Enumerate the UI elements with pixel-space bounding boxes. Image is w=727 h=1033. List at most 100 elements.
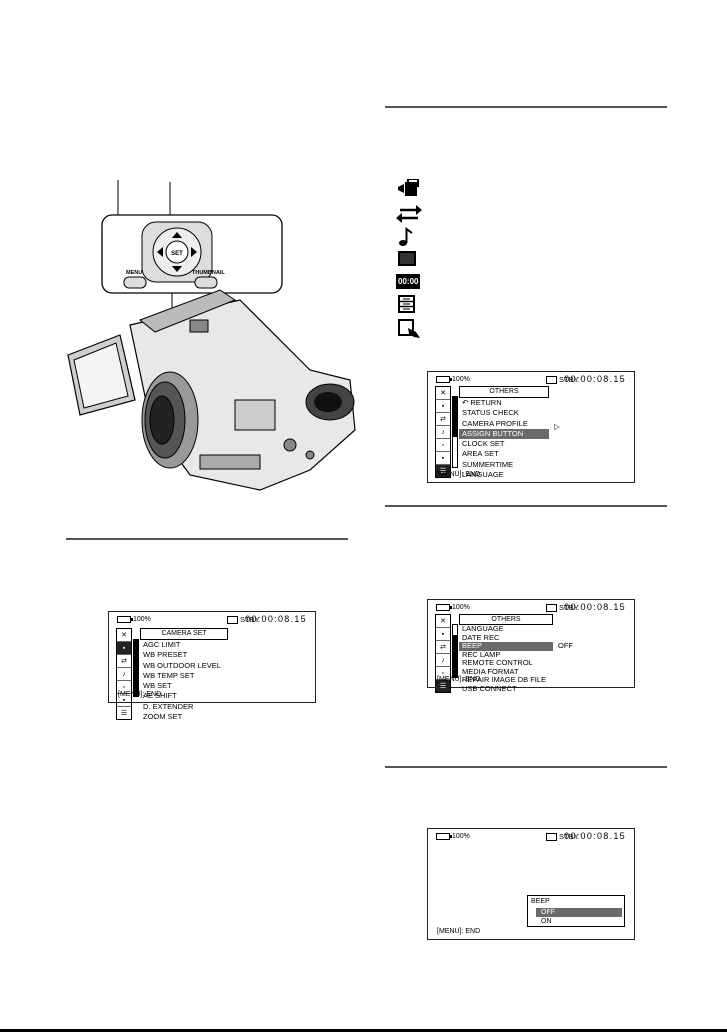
menu-list: OTHERS ↶ RETURN STATUS CHECK CAMERA PROF… [459,386,549,480]
menu-header: OTHERS [459,614,553,625]
menu-item[interactable]: D. EXTENDER [143,701,194,711]
camera-set-icon [396,178,436,200]
mode-indicator: STBY [227,616,260,624]
menu-list: CAMERA SET AGC LIMIT WB PRESET WB OUTDOO… [140,628,228,722]
thumbnail-button-label: THUMBNAIL [192,270,225,276]
audio-set-icon [396,226,436,248]
tc-ub-set-icon: 00:00 [396,270,436,292]
battery-indicator: 100% [436,604,470,611]
display-set-icon [396,248,436,270]
tab-others-icon[interactable]: ☰ [120,709,128,717]
timecode: 00:00:08.15 [564,374,626,384]
timecode: 00:00:08.15 [245,614,307,624]
scrollbar[interactable] [452,396,458,468]
menu-item[interactable]: SUMMERTIME [462,459,514,469]
mode-indicator: STBY [546,604,579,612]
category-tabs: ✕ ▪ ⇄ ♪ ▫ ▪ ☰ [435,386,451,478]
tab-tc-icon[interactable]: ▪ [436,452,450,465]
menu-screen-beep: 100% STBY 00:00:08.15 BEEP OFF ON [MENU]… [427,828,635,940]
menu-item[interactable]: CLOCK SET [462,439,505,449]
menu-header: CAMERA SET [140,628,228,640]
tab-camera-set-icon[interactable]: ▪ [436,400,450,413]
mode-indicator: STBY [546,376,579,384]
menu-header: OTHERS [459,386,549,398]
menu-item[interactable]: WB SET [143,681,172,691]
tape-icon [546,376,557,384]
tab-in-out-rec-icon[interactable]: ⇄ [436,413,450,426]
menu-item[interactable]: REC LAMP [462,649,501,659]
tape-icon [227,616,238,624]
tab-in-out-rec-icon[interactable]: ⇄ [436,641,450,654]
tab-camera-set-icon[interactable]: ▪ [436,628,450,641]
tab-camera-set-icon[interactable]: ▪ [117,642,131,655]
menu-item[interactable]: REPAIR IMAGE DB FILE [462,675,547,684]
tab-close-icon[interactable]: ✕ [117,629,131,642]
tab-others-icon[interactable]: ☰ [436,680,450,692]
popup-option-selected[interactable]: OFF [536,908,622,917]
tab-audio-icon[interactable]: ♪ [117,668,131,681]
menu-item[interactable]: CAMERA PROFILE [462,418,528,428]
in-out-rec-icon [396,203,436,225]
battery-icon [436,833,452,840]
battery-indicator: 100% [436,376,470,383]
tab-display-icon[interactable]: ▫ [117,681,131,694]
end-hint: [MENU]: END [437,928,481,935]
menu-item[interactable]: LANGUAGE [462,470,504,480]
menu-screen-camera-set: 100% STBY 00:00:08.15 ✕ ▪ ⇄ ♪ ▫ ▪ ☰ CAME… [108,611,316,721]
menu-screen-others-1: 100% STBY 00:00:08.15 ✕ ▪ ⇄ ♪ ▫ ▪ ☰ OTHE… [427,371,635,483]
return-icon: ↶ [462,398,471,407]
beep-current-value: OFF [558,641,573,650]
timecode: 00:00:08.15 [564,602,626,612]
popup-title: BEEP [531,898,550,905]
scrollbar[interactable] [133,639,139,697]
tab-display-icon[interactable]: ▫ [436,439,450,452]
battery-icon [436,604,452,611]
end-hint: [MENU]: END [437,676,481,683]
menu-item[interactable]: DATE REC [462,632,500,642]
tab-audio-icon[interactable]: ♪ [436,426,450,439]
menu-item[interactable]: USB CONNECT [462,683,517,693]
menu-item[interactable]: LANGUAGE [462,624,504,633]
section-divider-2 [66,538,348,540]
menu-item-selected[interactable]: ASSIGN BUTTON [459,428,549,440]
menu-item[interactable]: ZOOM SET [143,712,183,722]
menu-item-return[interactable]: ↶ RETURN [462,398,502,407]
tab-audio-icon[interactable]: ♪ [436,654,450,667]
tab-close-icon[interactable]: ✕ [436,387,450,400]
menu-item[interactable]: MEDIA FORMAT [462,666,519,676]
others-icon [396,293,436,315]
camcorder-illustration: SET MENU THUMBNAIL [67,180,356,491]
menu-item[interactable]: REMOTE CONTROL [462,658,533,667]
menu-item[interactable]: AGC LIMIT [143,640,181,649]
menu-item[interactable]: WB OUTDOOR LEVEL [143,660,221,670]
popup-option[interactable]: ON [541,918,552,925]
page-bottom-rule [0,1029,727,1032]
menu-item[interactable]: STATUS CHECK [462,408,519,418]
battery-indicator: 100% [117,616,151,623]
mode-indicator: STBY [546,833,579,841]
beep-popup: BEEP OFF ON [527,895,625,927]
battery-icon [117,616,133,623]
menu-screen-others-2: 100% STBY 00:00:08.15 ✕ ▪ ⇄ ♪ ▫ ☰ OTHERS… [427,599,635,693]
tab-in-out-rec-icon[interactable]: ⇄ [117,655,131,668]
menu-item-selected[interactable]: BEEP [459,641,553,651]
tab-display-icon[interactable]: ▫ [436,667,450,680]
tab-tc-icon[interactable]: ▪ [117,694,131,707]
end-hint: [MENU]: END [118,691,162,698]
tab-close-icon[interactable]: ✕ [436,615,450,628]
tape-icon [546,833,557,841]
section-divider-4 [385,766,667,768]
menu-item[interactable]: AREA SET [462,449,499,459]
menu-item[interactable]: AE SHIFT [143,691,177,701]
scrollbar[interactable] [452,624,458,678]
menu-button-label: MENU [126,270,142,276]
submenu-arrow-icon: ▷ [554,422,560,431]
menu-item[interactable]: WB TEMP SET [143,670,195,680]
section-divider-3 [385,505,667,507]
category-tabs: ✕ ▪ ⇄ ♪ ▫ ☰ [435,614,451,693]
tab-others-icon[interactable]: ☰ [436,465,450,477]
category-tabs: ✕ ▪ ⇄ ♪ ▫ ▪ ☰ [116,628,132,720]
menu-list: OTHERS LANGUAGE DATE REC BEEP REC LAMP R… [459,614,553,693]
menu-item[interactable]: WB PRESET [143,650,188,660]
timecode: 00:00:08.15 [564,831,626,841]
